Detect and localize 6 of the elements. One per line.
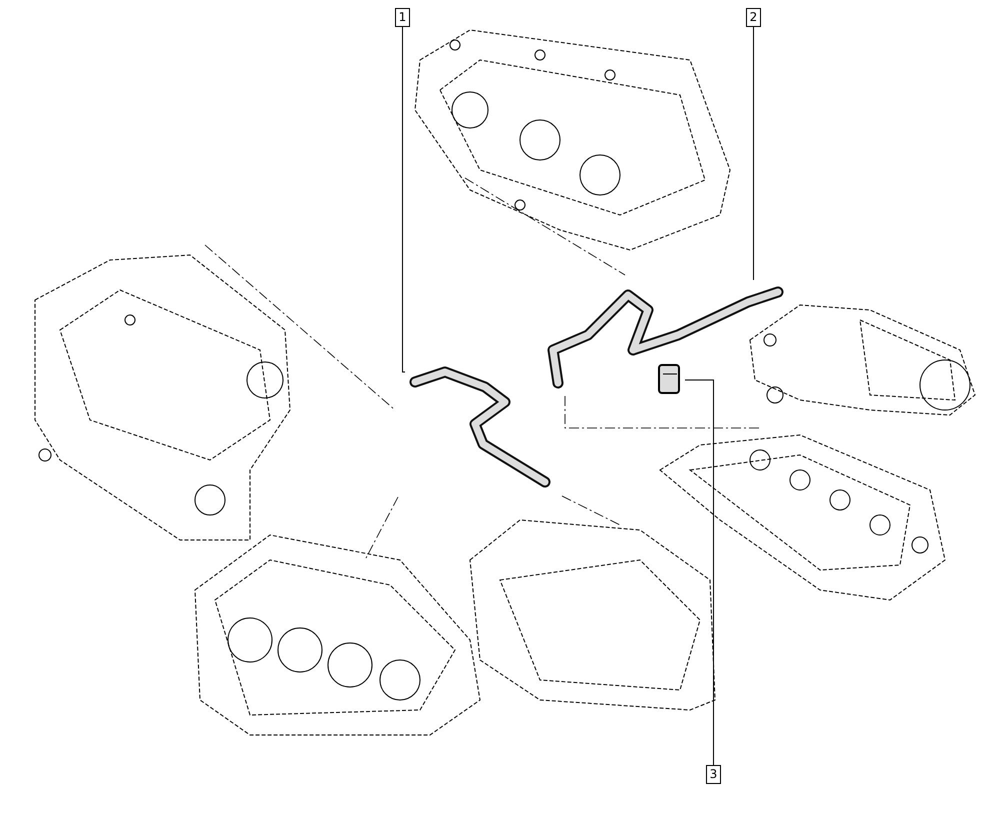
leader-line (753, 26, 754, 280)
leader-line (684, 380, 714, 766)
callout-number: 1 (395, 8, 410, 27)
callout-number: 2 (746, 8, 761, 27)
leader-line (402, 26, 406, 372)
callout-number: 3 (706, 765, 721, 784)
